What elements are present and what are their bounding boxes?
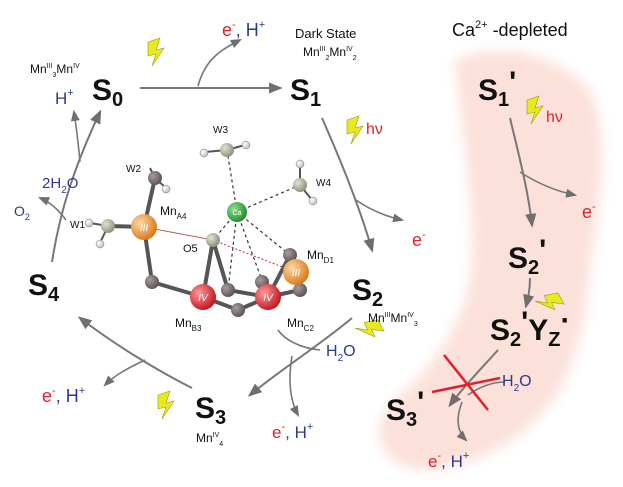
mn-a4-atom	[131, 214, 157, 240]
water-w2	[148, 167, 171, 194]
ca-depleted-background	[379, 51, 602, 470]
arrow-s4-to-s0	[51, 109, 102, 263]
o5-atom	[206, 233, 220, 247]
blocked-cross-icon	[431, 354, 501, 411]
state-s3: S3	[195, 392, 226, 429]
ox-label-c2: IV	[263, 293, 274, 304]
o-atom	[293, 283, 307, 297]
release-arrow-s3s4	[103, 359, 146, 387]
ca-label: Ca	[233, 210, 242, 217]
release-h-s4s0: H+	[55, 87, 74, 108]
ca-depleted-title: Ca2+ -depleted	[452, 19, 568, 40]
state-s2-prime: S2'	[508, 234, 546, 279]
hv-depleted: hν	[546, 109, 563, 126]
water-w1	[84, 218, 115, 249]
mn-d1-label: MnD1	[307, 248, 334, 265]
flash-icon-s2s3	[354, 319, 385, 338]
w4-label: W4	[316, 178, 331, 189]
ox-label-a4: III	[140, 223, 149, 234]
arrow-s2py-to-s3p	[448, 349, 499, 408]
w3-label: W3	[213, 125, 228, 136]
mn-b3-atom	[190, 284, 216, 310]
ca-atom	[227, 202, 247, 222]
mn-c2-atom	[255, 284, 281, 310]
release-arrow-s0s1	[197, 38, 243, 87]
o2-release: O2	[14, 203, 30, 222]
release-arrow-s4s0-h	[70, 109, 81, 163]
water-arrow-depleted	[467, 381, 506, 396]
w1-label: W1	[70, 220, 85, 231]
water-w4	[293, 159, 318, 206]
flash-icon-s0s1	[147, 37, 165, 67]
release-s0s1: e-, H+	[222, 19, 265, 40]
state-s1: S1	[290, 74, 321, 111]
arrow-s2p-to-s2py	[523, 277, 535, 309]
arrow-s1-to-s2	[321, 117, 375, 253]
flash-icon-s1s2	[346, 115, 364, 145]
oxidation-s1: MnIII2MnIV2	[303, 45, 357, 62]
release-s1s2: e-	[412, 229, 426, 250]
mn-a4-label: MnA4	[160, 204, 187, 221]
flash-icon-s3s4	[157, 390, 175, 420]
o-atom	[221, 283, 235, 297]
flash-icon-depleted-2	[534, 292, 565, 311]
state-s1-prime: S1'	[478, 66, 516, 111]
state-s0: S0	[92, 74, 123, 111]
mn-b3-label: MnB3	[175, 316, 202, 333]
state-s2-prime-yz: S2'YZ·	[490, 304, 571, 351]
release-s3s4: e-, H+	[42, 385, 85, 406]
w2-label: W2	[126, 164, 141, 175]
water-w3	[199, 140, 251, 158]
o5-label: O5	[183, 243, 198, 255]
o-atom	[145, 275, 159, 289]
o-atom	[283, 248, 297, 262]
mn4cao5-cluster: III III IV IV Ca W1 W2 W3 W4 O5 MnA4 MnB…	[70, 125, 334, 333]
release-arrow-s2s3	[289, 355, 300, 417]
oxidation-s2: MnIIIMnIV3	[368, 311, 418, 328]
flash-icon-depleted-1	[526, 95, 544, 125]
release-arrow-depleted	[456, 401, 468, 442]
release-s1p: e-	[582, 201, 596, 222]
water-depleted: H2O	[502, 373, 532, 394]
release-arrow-s1s2	[355, 199, 405, 223]
dark-state-label: Dark State	[295, 26, 356, 41]
ox-label-b3: IV	[198, 293, 209, 304]
water-arrow-s2s3	[277, 329, 321, 351]
water-s4s0: 2H2O	[42, 175, 78, 196]
state-s2: S2	[352, 274, 383, 311]
release-s2s3: e-, H+	[272, 421, 313, 442]
release-depleted: e-, H+	[428, 450, 469, 471]
hv-s1s2: hν	[366, 121, 383, 138]
o-atom	[231, 303, 245, 317]
release-arrow-s1p	[519, 171, 578, 198]
ox-label-d1: III	[292, 268, 301, 279]
arrow-s3-to-s4	[77, 316, 193, 389]
mn-c2-label: MnC2	[287, 316, 314, 333]
state-s3-prime: S3'	[386, 386, 424, 431]
mn-d1-atom	[283, 259, 309, 285]
o2-release-arrow	[37, 197, 67, 221]
oxidation-s3: MnIV4	[196, 431, 223, 448]
arrow-s2-to-s3	[247, 317, 353, 397]
water-s2s3: H2O	[326, 343, 356, 364]
oxidation-s0: MnIII3MnIV	[30, 62, 80, 79]
state-s4: S4	[28, 269, 60, 306]
